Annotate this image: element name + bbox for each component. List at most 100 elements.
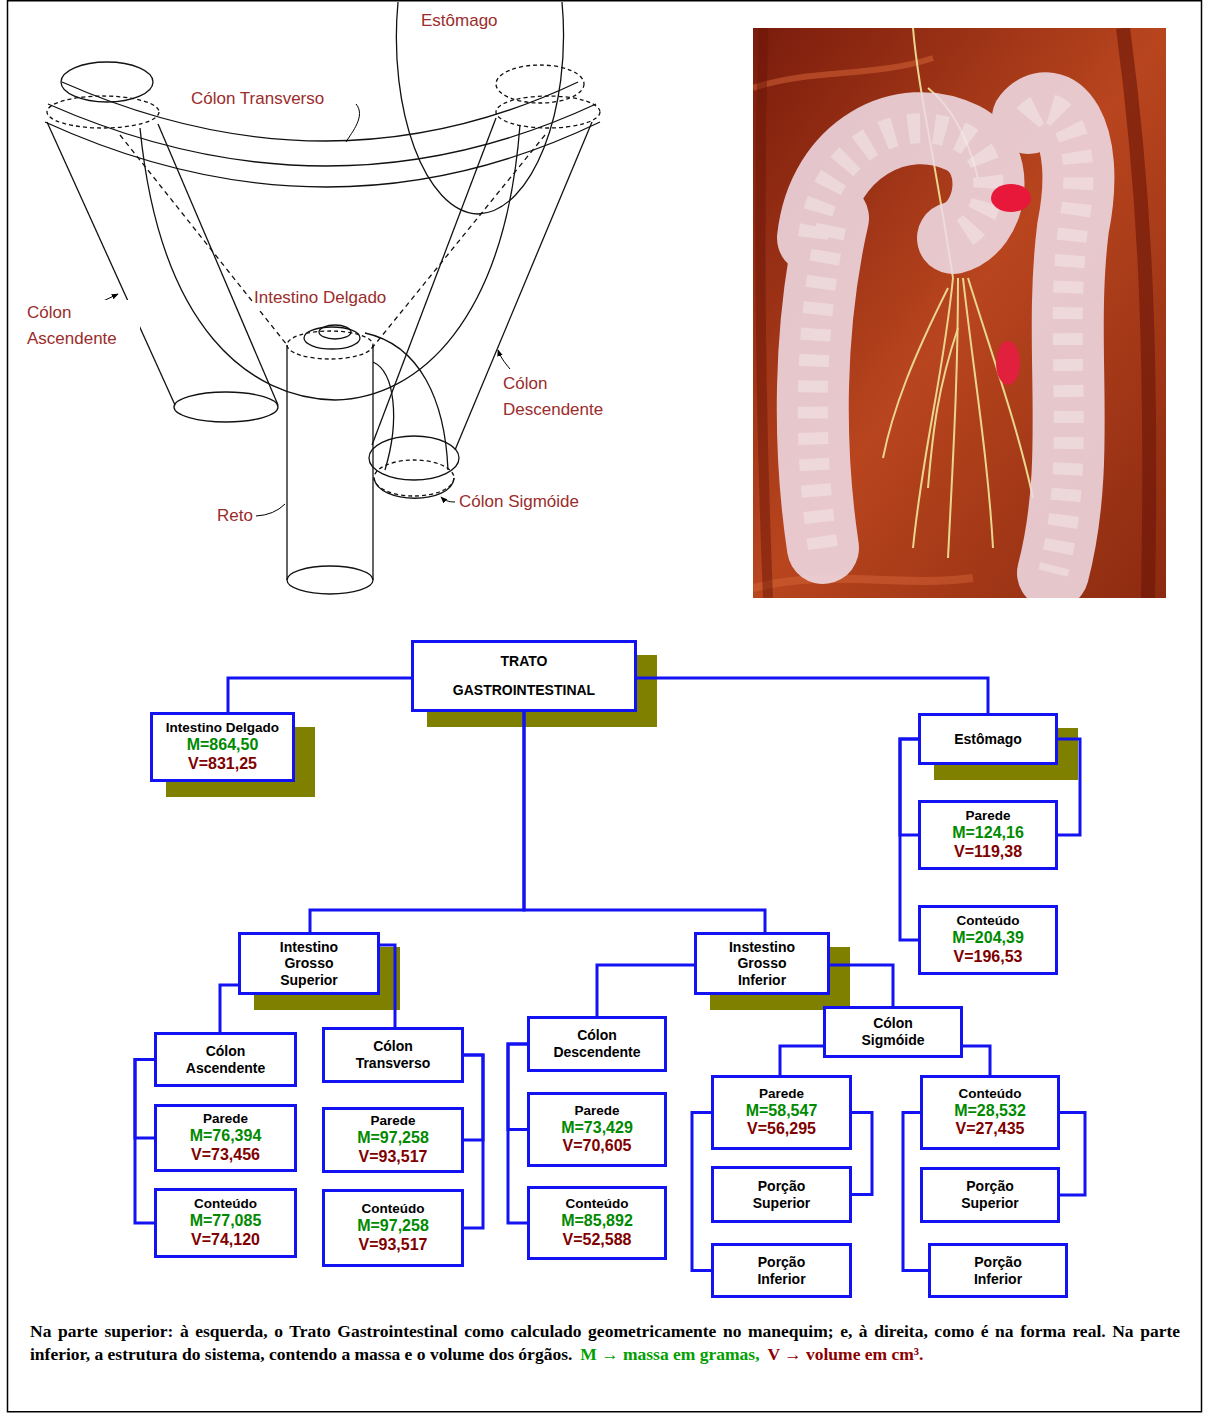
root-box: TRATO GASTROINTESTINAL: [411, 640, 637, 712]
connector-group: [135, 678, 1085, 1271]
volume-value: V=70,605: [563, 1137, 632, 1156]
value-box: ParedeM=73,429V=70,605: [527, 1092, 667, 1167]
transverse-colon-edge: [62, 82, 578, 141]
value-box: ParedeM=76,394V=73,456: [154, 1104, 297, 1172]
volume-value: V=56,295: [747, 1120, 816, 1139]
connector-line: [637, 678, 988, 713]
mass-value: M=73,429: [561, 1119, 633, 1138]
box-heading: TRATO GASTROINTESTINAL: [453, 647, 595, 706]
portion-box: Porção Inferior: [711, 1243, 852, 1298]
connector-line: [464, 1055, 483, 1228]
group-box: Instestino Grosso Inferior: [694, 932, 830, 995]
colon-end-ellipse: [47, 96, 159, 128]
connector-line: [228, 678, 411, 712]
organ-label: Cólon Transverso: [190, 86, 325, 112]
muscle-streak: [753, 58, 933, 88]
colon-end-ellipse: [61, 62, 153, 102]
organ-label: Intestino Delgado: [253, 285, 387, 311]
vessel: [928, 328, 958, 488]
box-heading: Conteúdo: [362, 1201, 425, 1217]
value-box: ConteúdoM=204,39V=196,53: [918, 905, 1058, 975]
portion-box: Porção Superior: [711, 1166, 852, 1223]
organ-box: Estômago: [918, 713, 1058, 765]
sigmoid-colon-edge: [373, 362, 394, 470]
volume-value: V=831,25: [188, 755, 257, 774]
red-organ: [991, 184, 1031, 212]
organ-label: Cólon Sigmóide: [458, 489, 580, 515]
organ-label: Cólon Ascendente: [26, 300, 140, 351]
box-heading: Porção Superior: [961, 1178, 1019, 1211]
box-heading: Porção Superior: [753, 1178, 811, 1211]
box-heading: Parede: [203, 1111, 248, 1127]
unit-note: V → volume em cm³.: [767, 1344, 923, 1364]
organ-label: Estômago: [420, 8, 499, 34]
box-heading: Porção Inferior: [974, 1254, 1022, 1287]
colon-fold: [813, 128, 988, 238]
mass-value: M=124,16: [952, 824, 1024, 843]
connector-line: [508, 1044, 527, 1130]
colon-fold: [813, 218, 833, 548]
group-box: Intestino Grosso Superior: [238, 932, 380, 995]
box-heading: Parede: [574, 1103, 619, 1119]
anatomy-picture: [753, 28, 1166, 598]
value-box: ParedeM=97,258V=93,517: [322, 1107, 464, 1173]
mass-value: M=77,085: [190, 1212, 262, 1231]
value-box: ParedeM=124,16V=119,38: [918, 800, 1058, 870]
value-box: ParedeM=58,547V=56,295: [711, 1075, 852, 1150]
mass-value: M=97,258: [357, 1129, 429, 1148]
portion-box: Porção Inferior: [928, 1243, 1068, 1298]
box-heading: Porção Inferior: [757, 1254, 805, 1287]
box-heading: Instestino Grosso Inferior: [729, 939, 795, 989]
connector-line: [1058, 739, 1080, 835]
rectum-base: [287, 566, 373, 594]
connector-line: [380, 945, 395, 1027]
vessel: [883, 288, 948, 458]
connector-line: [692, 1113, 711, 1271]
connector-line: [852, 1113, 872, 1195]
colon-fold: [1028, 108, 1078, 573]
colon-segment: [1028, 108, 1078, 573]
mass-value: M=58,547: [746, 1102, 818, 1121]
sigmoid-colon-edge: [374, 478, 454, 498]
connector-line: [830, 965, 893, 1006]
small-intestine-hidden-edge: [120, 135, 287, 345]
leader-line: [498, 350, 510, 369]
ascending-colon-base: [174, 392, 278, 422]
section-box: Cólon Descendente: [527, 1016, 667, 1072]
vessel: [948, 278, 958, 558]
mass-value: M=204,39: [952, 929, 1024, 948]
connector-line: [220, 985, 238, 1032]
connector-line: [310, 712, 524, 932]
box-heading: Conteúdo: [194, 1196, 257, 1212]
rectum-top: [287, 331, 373, 359]
colon-segment: [813, 128, 988, 238]
leader-lines: [82, 104, 510, 516]
connector-line: [135, 1060, 154, 1139]
box-heading: Estômago: [954, 731, 1022, 748]
connector-line: [1060, 1113, 1085, 1196]
leader-line: [256, 504, 285, 516]
rectum-spiral: [304, 327, 360, 349]
value-box: ConteúdoM=28,532V=27,435: [920, 1075, 1060, 1150]
volume-value: V=196,53: [954, 948, 1023, 967]
connector-line: [900, 739, 918, 940]
colon-end-ellipse: [496, 96, 600, 128]
box-heading: Intestino Grosso Superior: [280, 939, 338, 989]
connector-line: [508, 1044, 527, 1223]
connector-line: [135, 1060, 154, 1224]
volume-value: V=93,517: [359, 1148, 428, 1167]
small-intestine-outline: [140, 125, 520, 400]
muscle-streak: [1123, 28, 1149, 598]
box-heading: Conteúdo: [959, 1086, 1022, 1102]
section-box: Cólon Ascendente: [154, 1032, 297, 1087]
muscle-streak: [761, 28, 768, 598]
vessel: [968, 278, 1033, 498]
muscle-streak: [753, 578, 973, 588]
gi-schematic: [45, 2, 600, 594]
ascending-colon-edge: [47, 122, 175, 405]
outer-frame: [8, 1, 1202, 1412]
connector-line: [900, 739, 918, 835]
small-intestine-hidden-edge: [372, 135, 545, 348]
mass-value: M=864,50: [187, 736, 259, 755]
